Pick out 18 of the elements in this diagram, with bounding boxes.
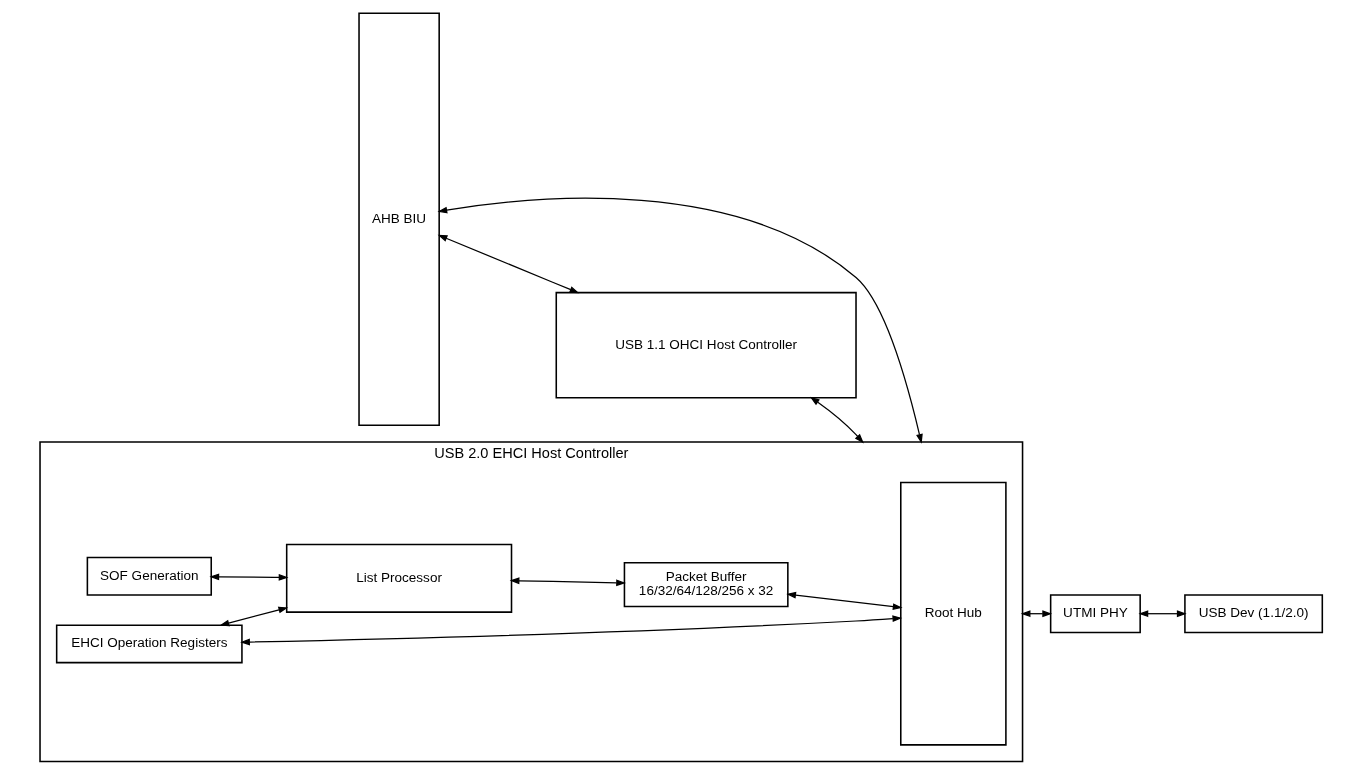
arrow — [437, 234, 580, 293]
node-box: USB Dev (1.1/2.0) — [1184, 593, 1324, 633]
node-box: Packet Buffer 16/32/64/128/256 x 32 — [623, 561, 789, 607]
node-box: UTMI PHY — [1049, 593, 1141, 633]
node-box: USB 1.1 OHCI Host Controller — [555, 291, 857, 398]
arrow — [209, 572, 289, 581]
arrow — [786, 591, 903, 610]
arrow — [509, 576, 626, 586]
arrow — [240, 614, 903, 645]
node-box: List Processor — [285, 543, 513, 613]
arrow — [219, 606, 289, 626]
arrow — [1138, 609, 1187, 617]
node-box: SOF Generation — [86, 556, 212, 596]
node-box: Root Hub — [900, 481, 1007, 746]
arrow — [437, 197, 923, 444]
node-box: AHB BIU — [358, 11, 440, 426]
arrow — [809, 396, 864, 443]
node-box: EHCI Operation Registers — [55, 623, 243, 663]
